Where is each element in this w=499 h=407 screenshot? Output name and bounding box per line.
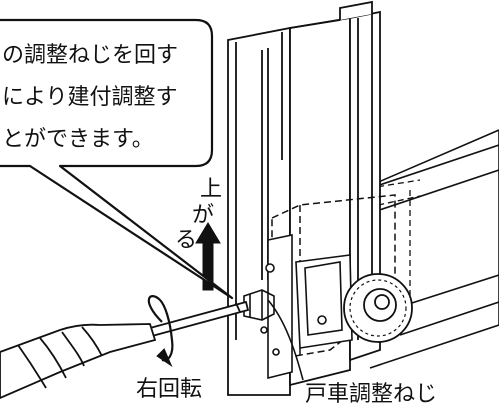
roller-mechanism — [260, 234, 353, 380]
adjustment-screw-label: 戸車調整ねじ — [305, 382, 437, 407]
adjustment-screw — [243, 289, 275, 321]
callout-line-3: とができます。 — [2, 127, 154, 152]
rotation-label: 右回転 — [136, 377, 202, 402]
screwdriver — [0, 300, 250, 399]
up-label-char-2: が — [192, 203, 214, 228]
callout-line-1: の調整ねじを回す — [2, 43, 178, 68]
callout-bubble — [0, 18, 234, 300]
roller-wheel — [343, 273, 413, 343]
part-leader-line — [267, 299, 304, 381]
up-label-char-3: る — [175, 228, 197, 253]
up-arrow — [195, 222, 221, 291]
callout-line-2: により建付調整す — [2, 85, 178, 110]
up-label-char-1: 上 — [200, 177, 222, 202]
rotation-arrow — [147, 295, 174, 367]
